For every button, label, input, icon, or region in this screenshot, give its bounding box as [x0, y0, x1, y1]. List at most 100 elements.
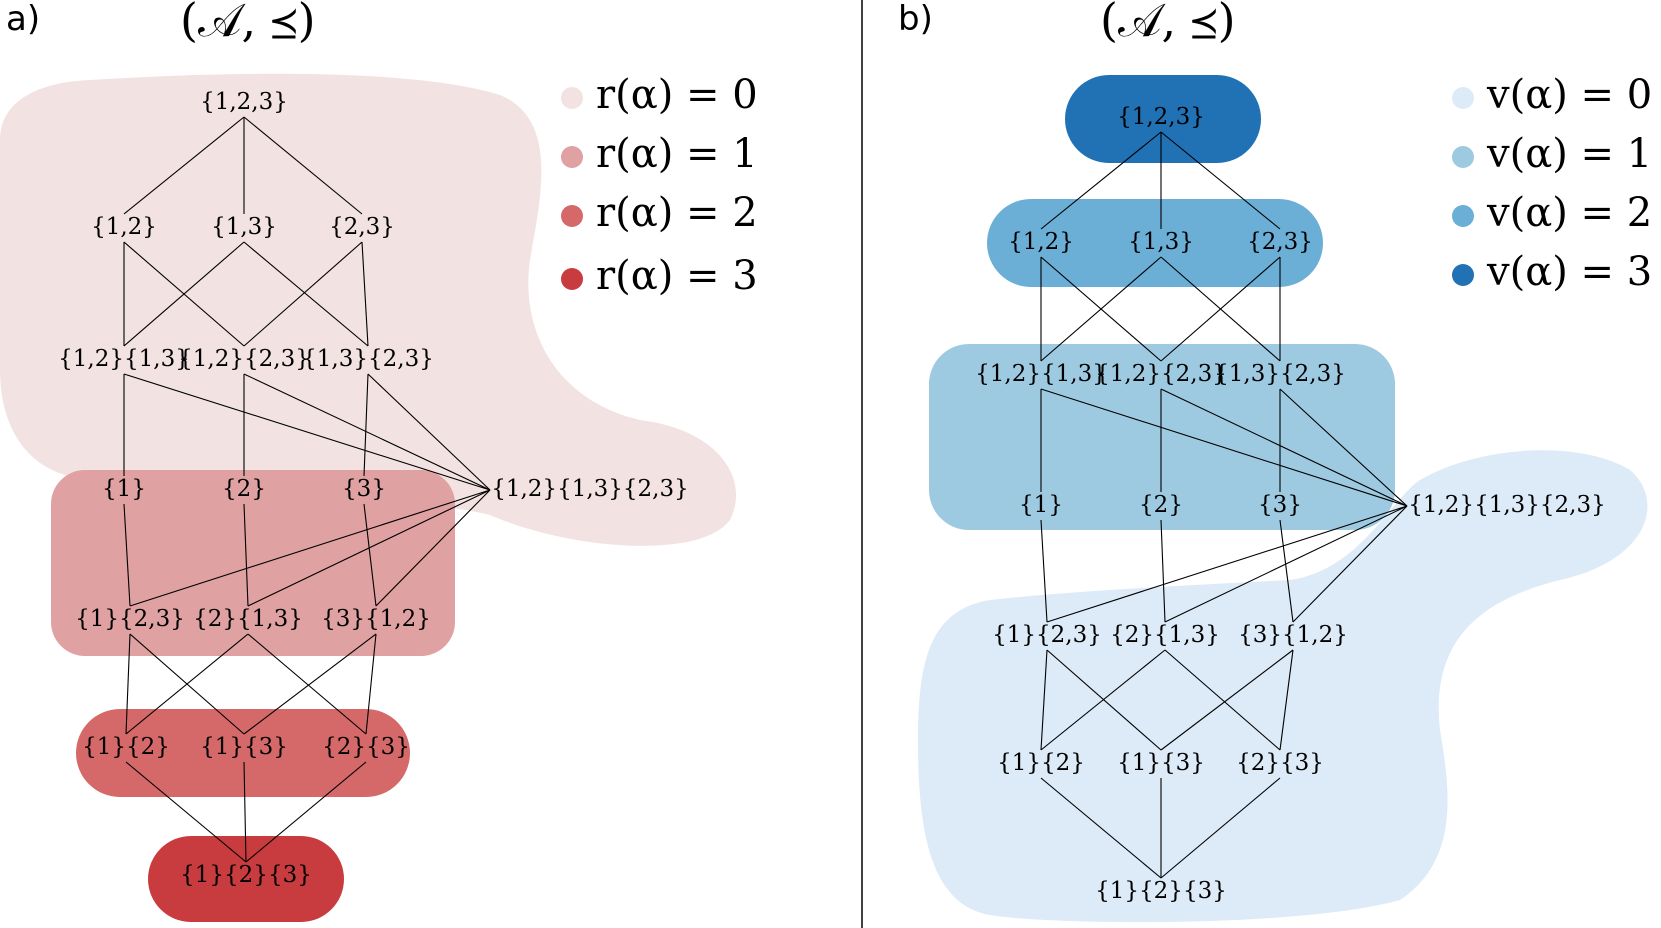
edge-12_13_23-to-2_13: [247, 489, 491, 607]
edge-13-to-12_13: [123, 241, 245, 347]
edge-3_12-to-1_3: [1160, 649, 1294, 751]
edge-12_13_23-to-3_12: [1292, 505, 1408, 623]
poset-node-3: {3}: [342, 476, 386, 502]
poset-node-12: {1,2}: [1008, 229, 1074, 255]
poset-node-12: {1,2}: [91, 214, 157, 240]
edge-3_12-to-2_3: [365, 633, 377, 735]
edge-23-to-12_23: [1160, 256, 1281, 362]
edge-3_12-to-2_3: [1279, 649, 1294, 751]
poset-node-23: {2,3}: [1247, 229, 1313, 255]
panel-a: {1,2,3}{1,2}{1,3}{2,3}{1,2}{1,3}{1,2}{2,…: [0, 0, 758, 922]
poset-node-12_13_23: {1,2}{1,3}{2,3}: [1408, 492, 1606, 518]
legend-b-label-1: v(α) = 1: [1486, 131, 1652, 177]
edge-1_2-to-1_2_3: [1040, 777, 1162, 879]
poset-node-12_13: {1,2}{1,3}: [975, 361, 1107, 387]
poset-node-1_2_3: {1}{2}{3}: [180, 862, 312, 888]
edge-12_13_23-to-1_23: [129, 489, 491, 607]
edge-12_13-to-12_13_23: [123, 373, 491, 491]
edge-2_3-to-1_2_3: [1160, 777, 1281, 879]
poset-node-1_23: {1}{2,3}: [992, 622, 1102, 648]
edge-23-to-12_23: [243, 241, 363, 347]
edge-1_23-to-1_2: [125, 633, 131, 735]
legend-a-swatch-2: [561, 205, 583, 227]
poset-node-123: {1,2,3}: [1117, 104, 1205, 130]
edge-2_13-to-1_2: [1040, 649, 1166, 751]
panel-b: {1,2,3}{1,2}{1,3}{2,3}{1,2}{1,3}{1,2}{2,…: [898, 0, 1652, 923]
edge-123-to-23: [1160, 131, 1281, 230]
legend-b-swatch-3: [1452, 264, 1474, 286]
edge-3-to-3_12: [363, 503, 377, 607]
poset-node-2: {2}: [222, 476, 266, 502]
poset-node-3_12: {3}{1,2}: [1238, 622, 1348, 648]
poset-node-13_23: {1,3}{2,3}: [302, 346, 434, 372]
edge-12_13_23-to-3_12: [375, 489, 491, 607]
poset-node-1: {1}: [1019, 492, 1063, 518]
region-r3: [148, 836, 344, 922]
edge-1-to-1_23: [1040, 519, 1048, 623]
edge-2-to-2_13: [243, 503, 249, 607]
poset-title-b: (𝒜, ⪯): [1100, 0, 1236, 47]
edge-12_13-to-12_13_23: [1040, 388, 1408, 507]
legend-a-label-3: r(α) = 3: [596, 253, 758, 299]
legend-a-label-1: r(α) = 1: [596, 131, 758, 177]
edge-12_13_23-to-1_23: [1046, 505, 1408, 623]
poset-node-3_12: {3}{1,2}: [321, 606, 431, 632]
poset-title-a: (𝒜, ⪯): [180, 0, 316, 47]
edge-123-to-12: [1040, 131, 1162, 230]
legend-b-label-2: v(α) = 2: [1486, 190, 1652, 236]
edge-1-to-1_23: [123, 503, 131, 607]
legend-b: v(α) = 0 v(α) = 1 v(α) = 2 v(α) = 3: [1452, 72, 1652, 295]
edge-13_23-to-12_13_23: [367, 373, 491, 491]
edges-b: [1040, 131, 1408, 879]
edge-123-to-23: [243, 116, 363, 215]
legend-b-label-3: v(α) = 3: [1486, 249, 1652, 295]
poset-node-1: {1}: [102, 476, 146, 502]
panel-label-a: a): [6, 0, 40, 39]
legend-b-swatch-1: [1452, 146, 1474, 168]
poset-node-12_23: {1,2}{2,3}: [1095, 361, 1227, 387]
poset-node-1_3: {1}{3}: [1117, 750, 1205, 776]
poset-node-12_13_23: {1,2}{1,3}{2,3}: [491, 476, 689, 502]
edge-1_3-to-1_2_3: [243, 761, 247, 863]
legend-a: r(α) = 0 r(α) = 1 r(α) = 2 r(α) = 3: [561, 72, 758, 299]
edge-13-to-13_23: [243, 241, 369, 347]
edge-1_23-to-1_2: [1040, 649, 1048, 751]
legend-b-label-0: v(α) = 0: [1486, 72, 1652, 118]
poset-node-13: {1,3}: [1128, 229, 1194, 255]
poset-node-1_23: {1}{2,3}: [75, 606, 185, 632]
edge-12_13_23-to-2_13: [1164, 505, 1408, 623]
legend-a-swatch-0: [561, 87, 583, 109]
region-r2: [76, 709, 410, 797]
edge-12_23-to-12_13_23: [1160, 388, 1408, 507]
poset-node-1_2: {1}{2}: [997, 750, 1085, 776]
poset-node-3: {3}: [1258, 492, 1302, 518]
edge-2_13-to-2_3: [1164, 649, 1281, 751]
poset-node-1_2_3: {1}{2}{3}: [1095, 878, 1227, 904]
poset-node-12_13: {1,2}{1,3}: [58, 346, 190, 372]
poset-node-2_13: {2}{1,3}: [193, 606, 303, 632]
edge-13-to-12_13: [1040, 256, 1162, 362]
legend-a-swatch-1: [561, 146, 583, 168]
region-v3: [1065, 75, 1261, 163]
poset-node-13_23: {1,3}{2,3}: [1214, 361, 1346, 387]
poset-node-2: {2}: [1139, 492, 1183, 518]
legend-b-swatch-0: [1452, 87, 1474, 109]
poset-node-2_3: {2}{3}: [1236, 750, 1324, 776]
legend-b-swatch-2: [1452, 205, 1474, 227]
poset-node-1_2: {1}{2}: [82, 734, 170, 760]
legend-a-swatch-3: [561, 268, 583, 290]
region-r1: [51, 470, 455, 656]
edge-123-to-12: [123, 116, 245, 215]
edge-1_2-to-1_2_3: [125, 761, 247, 863]
legend-a-label-0: r(α) = 0: [596, 72, 758, 118]
edge-13_23-to-12_13_23: [1279, 388, 1408, 507]
poset-node-12_23: {1,2}{2,3}: [178, 346, 310, 372]
poset-node-2_13: {2}{1,3}: [1110, 622, 1220, 648]
edge-2_13-to-1_2: [125, 633, 249, 735]
legend-a-label-2: r(α) = 2: [596, 190, 758, 236]
edge-1_23-to-1_3: [1046, 649, 1162, 751]
panel-label-b: b): [898, 0, 933, 39]
region-v2: [987, 199, 1323, 287]
edge-2_13-to-2_3: [247, 633, 367, 735]
